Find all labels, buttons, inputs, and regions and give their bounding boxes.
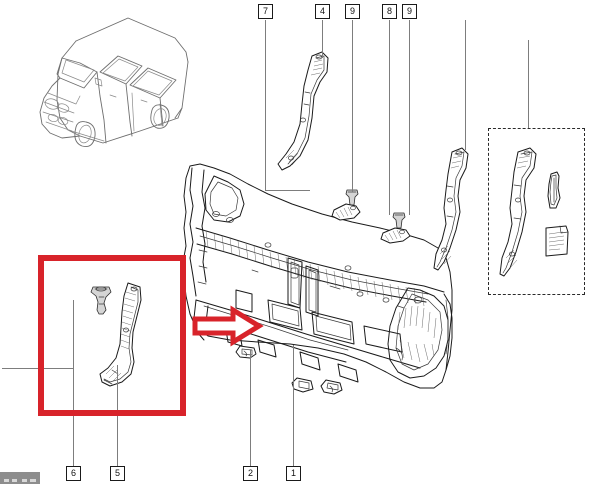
leader-2 xyxy=(250,350,251,466)
part-7-upper-side-bracket xyxy=(235,345,343,395)
leader-1 xyxy=(293,345,294,466)
callout-label: 5 xyxy=(114,468,120,478)
leader-8 xyxy=(389,20,390,215)
part-9a-bolt-and-bracket xyxy=(331,189,361,221)
callout-label: 4 xyxy=(319,6,325,16)
leader-9b xyxy=(409,20,410,215)
leader-6 xyxy=(73,300,74,466)
kit-label-plate xyxy=(545,225,569,257)
leader-9a xyxy=(352,20,353,192)
leader-kit-box xyxy=(528,40,529,128)
callout-label: 9 xyxy=(406,6,412,16)
part-8-bolt-and-bracket xyxy=(380,212,411,244)
callout-5[interactable]: 5 xyxy=(110,466,125,481)
callout-label: 7 xyxy=(262,6,268,16)
part-side-rail-bracket-right xyxy=(433,147,469,271)
callout-2[interactable]: 2 xyxy=(243,466,258,481)
van-body-outline xyxy=(39,17,189,147)
callout-4[interactable]: 4 xyxy=(315,4,330,19)
callout-label: 1 xyxy=(290,468,296,478)
leader-6-horizontal xyxy=(2,368,73,369)
dashed-parts-kit-box xyxy=(488,128,585,295)
callout-9-b[interactable]: 9 xyxy=(402,4,417,19)
leader-7-horizontal xyxy=(265,190,310,191)
callout-8[interactable]: 8 xyxy=(382,4,397,19)
callout-label: 9 xyxy=(349,6,355,16)
kit-small-channel-clip xyxy=(547,171,561,209)
callout-7[interactable]: 7 xyxy=(258,4,273,19)
leader-7 xyxy=(265,20,266,190)
leader-4 xyxy=(322,20,323,58)
part-4-long-curved-bracket xyxy=(277,51,329,171)
red-arrow-pointer xyxy=(192,305,264,347)
callout-1[interactable]: 1 xyxy=(286,466,301,481)
callout-label: 6 xyxy=(70,468,76,478)
part-6-clip-fastener xyxy=(90,286,112,315)
watermark-bar xyxy=(0,472,40,484)
small-clip-mid xyxy=(291,377,314,393)
part-5-support-bracket xyxy=(99,282,142,387)
callout-label: 2 xyxy=(247,468,253,478)
leader-right-rail xyxy=(465,20,466,150)
callout-9-a[interactable]: 9 xyxy=(345,4,360,19)
callout-label: 8 xyxy=(386,6,392,16)
red-highlight-box xyxy=(38,255,186,416)
kit-side-rail-bracket xyxy=(499,147,537,277)
callout-6[interactable]: 6 xyxy=(66,466,81,481)
